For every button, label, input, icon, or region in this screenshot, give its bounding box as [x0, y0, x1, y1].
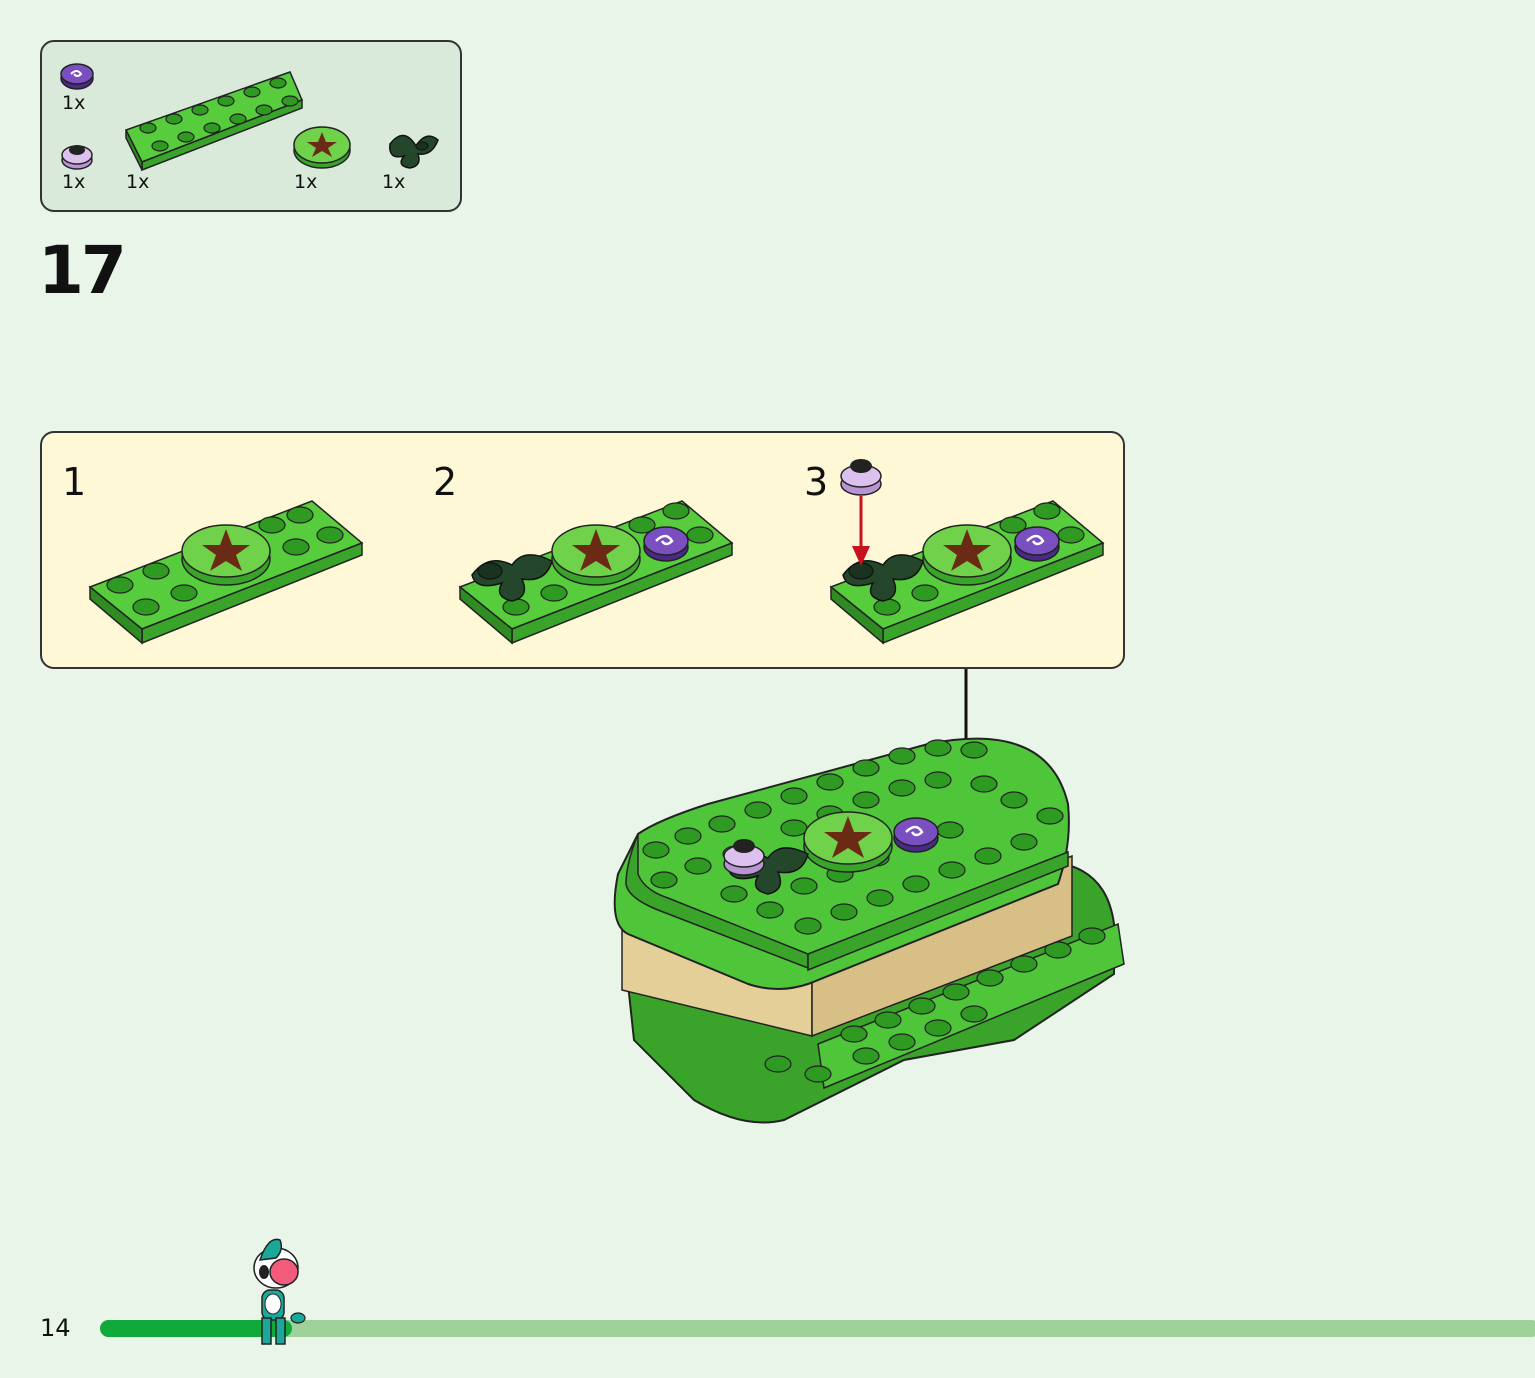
mascot-yoshi-icon: [253, 1238, 306, 1345]
progress-track: [100, 1320, 1535, 1337]
sub-step-number-2: 2: [433, 460, 458, 504]
part-dark-green-leaf: [389, 134, 439, 169]
sub-step-3-plate: [829, 500, 1105, 645]
part-green-star-tile: [293, 126, 351, 169]
sub-step-number-3: 3: [804, 460, 829, 504]
sub-step-3-lavender-plate: [840, 459, 882, 496]
insert-arrow-red-icon: [852, 496, 870, 566]
part-green-plate-2x6: [124, 71, 303, 172]
step-number: 17: [38, 232, 127, 309]
progress-fill: [100, 1320, 292, 1337]
sub-step-2-plate: [458, 500, 734, 645]
page-number: 14: [40, 1314, 71, 1342]
part-lavender-round-plate: [61, 145, 93, 170]
part-qty-leaf: 1x: [382, 171, 406, 193]
sub-step-1-plate: [88, 500, 364, 645]
sub-step-number-1: 1: [62, 460, 87, 504]
part-qty-lavender-plate: 1x: [62, 171, 86, 193]
part-qty-green-plate: 1x: [126, 171, 150, 193]
main-model: [613, 737, 1125, 1124]
part-purple-swirl-tile: [60, 63, 94, 90]
part-qty-purple-tile: 1x: [62, 92, 86, 114]
part-qty-star-tile: 1x: [294, 171, 318, 193]
